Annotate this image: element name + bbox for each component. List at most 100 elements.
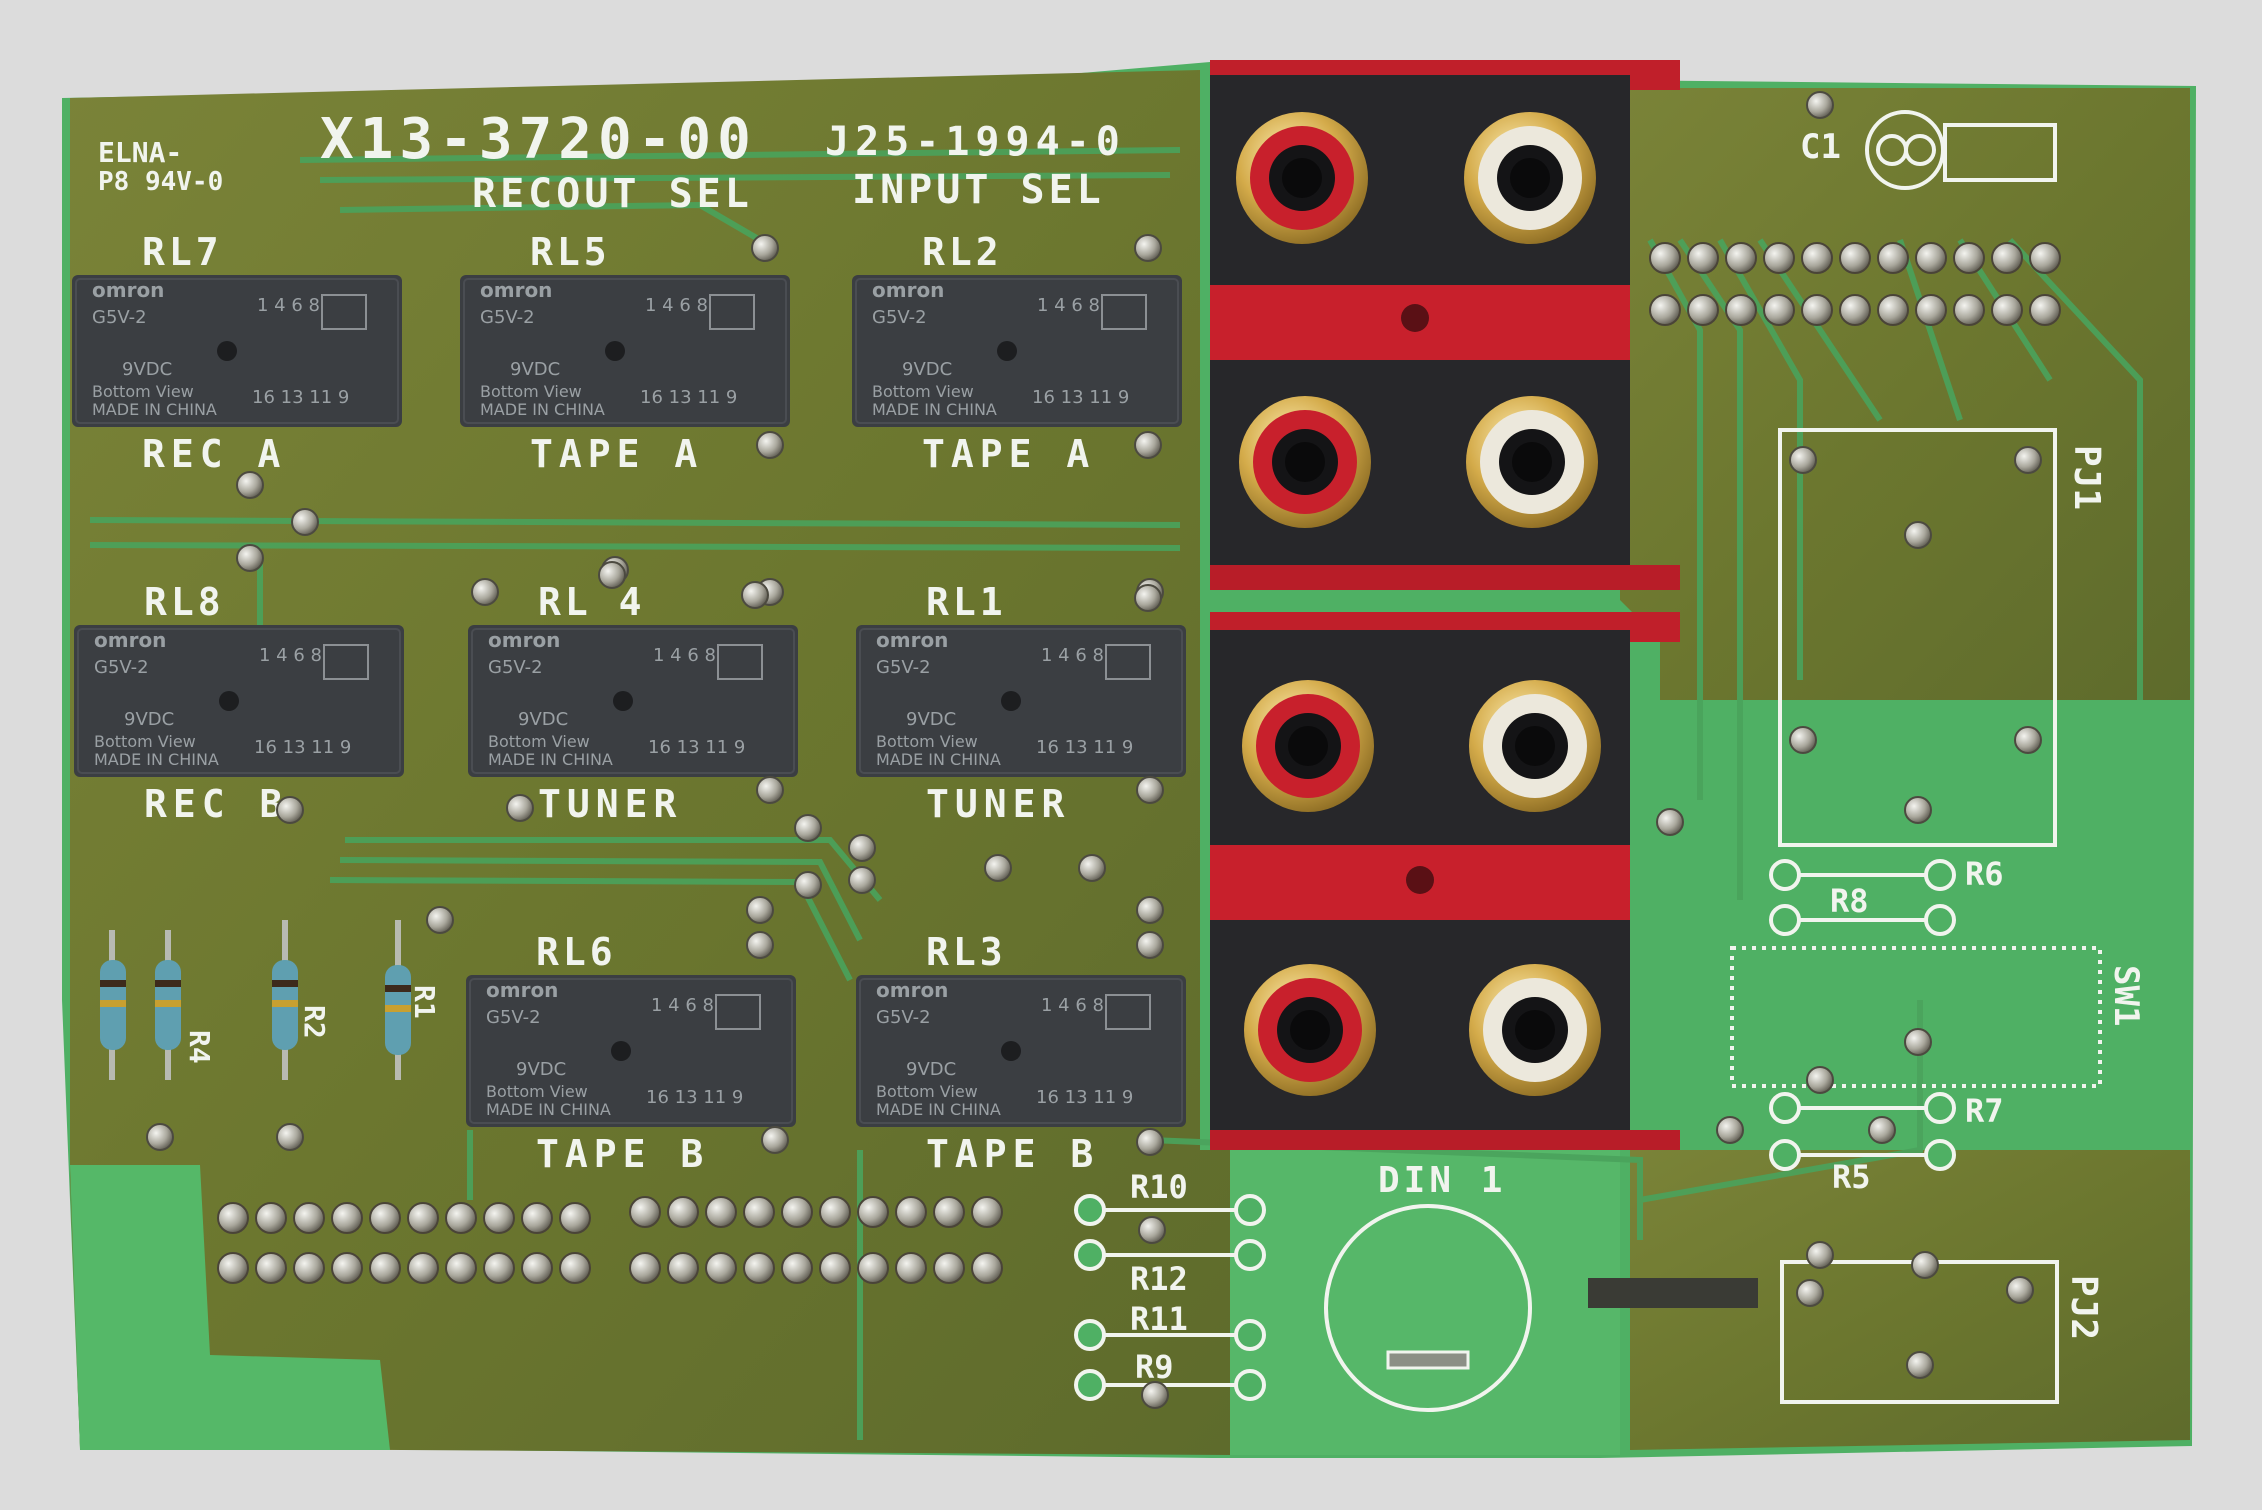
relay-origin-text: MADE IN CHINA	[876, 750, 1001, 769]
relay-pins-top-text: 1 4 6 8	[1037, 295, 1100, 316]
via-pad	[751, 234, 779, 262]
input-sel-label: INPUT SEL	[852, 167, 1105, 213]
relay-id-label: RL 4	[538, 580, 646, 624]
part-number-label: X13-3720-00	[320, 107, 757, 172]
relay-origin-text: MADE IN CHINA	[876, 1100, 1001, 1119]
relay-pins-bottom-text: 16 13 11 9	[1036, 737, 1133, 758]
resistor-pad: R9	[1074, 1348, 1266, 1401]
relay-voltage-text: 9VDC	[518, 709, 568, 730]
rca-socket-white	[1466, 396, 1598, 528]
via-pad	[794, 871, 822, 899]
din-socket: DIN 1	[1324, 1160, 1758, 1412]
via-pad	[1134, 584, 1162, 612]
relay-view-text: Bottom View	[480, 382, 582, 401]
relay-caption-label: TAPE A	[922, 432, 1095, 476]
via-pad	[236, 544, 264, 572]
din-label: DIN 1	[1378, 1160, 1506, 1201]
relay-view-text: Bottom View	[876, 1082, 978, 1101]
via-pad	[756, 776, 784, 804]
relay-model-text: G5V-2	[488, 657, 543, 678]
relay-pins-top-text: 1 4 6 8	[259, 645, 322, 666]
via-pad	[1789, 446, 1817, 474]
via-pad	[2014, 446, 2042, 474]
relay-pins-top-text: 1 4 6 8	[1041, 645, 1104, 666]
relay-pins-top-text: 1 4 6 8	[651, 995, 714, 1016]
via-pad	[848, 866, 876, 894]
relay-id-label: RL6	[536, 930, 617, 974]
via-pad	[1136, 776, 1164, 804]
via-pad	[146, 1123, 174, 1151]
relay-caption-label: REC B	[144, 782, 288, 826]
via-pad	[741, 581, 769, 609]
via-pad	[1134, 234, 1162, 262]
switch-sw1: SW1	[1730, 946, 2146, 1088]
relay-voltage-text: 9VDC	[906, 1059, 956, 1080]
rca-socket-red	[1236, 112, 1368, 244]
header-row	[217, 1202, 591, 1234]
via-pad	[1796, 1279, 1824, 1307]
via-pad	[236, 471, 264, 499]
relay-brand-text: omron	[876, 628, 948, 652]
relay-voltage-text: 9VDC	[124, 709, 174, 730]
relay-id-label: RL1	[926, 580, 1007, 624]
relay-model-text: G5V-2	[92, 307, 147, 328]
via-pad	[1134, 431, 1162, 459]
resistor-label: R9	[1135, 1348, 1174, 1386]
resistor-r4: R4	[100, 930, 216, 1080]
resistor-label: R11	[1130, 1300, 1188, 1338]
relay-pins-top-text: 1 4 6 8	[257, 295, 320, 316]
via-pad	[1138, 1216, 1166, 1244]
via-pad	[1911, 1251, 1939, 1279]
relay-origin-text: MADE IN CHINA	[480, 400, 605, 419]
rating-label: P8 94V-0	[98, 167, 223, 197]
header-row	[1649, 242, 2061, 274]
via-pad	[1904, 1028, 1932, 1056]
relay-view-text: Bottom View	[488, 732, 590, 751]
resistor-pad: R5	[1769, 1139, 1956, 1196]
relay-pins-top-text: 1 4 6 8	[645, 295, 708, 316]
header-row	[629, 1196, 1003, 1228]
pj1-label: PJ1	[2066, 445, 2107, 510]
via-pad	[1716, 1116, 1744, 1144]
relay-pins-bottom-text: 16 13 11 9	[640, 387, 737, 408]
resistor-label: R5	[1832, 1158, 1871, 1196]
resistor-label: R8	[1830, 882, 1869, 920]
resistor-pad: R7	[1769, 1092, 2004, 1130]
rca-socket-red	[1244, 964, 1376, 1096]
header-row	[629, 1252, 1003, 1284]
relay-voltage-text: 9VDC	[902, 359, 952, 380]
r4-label: R4	[183, 1030, 216, 1064]
relay-pins-bottom-text: 16 13 11 9	[646, 1087, 743, 1108]
relay-pins-bottom-text: 16 13 11 9	[252, 387, 349, 408]
relay-view-text: Bottom View	[486, 1082, 588, 1101]
relay-id-label: RL2	[922, 230, 1003, 274]
via-pad	[1868, 1116, 1896, 1144]
resistor-pad: R6	[1769, 855, 2004, 893]
relay-view-text: Bottom View	[92, 382, 194, 401]
via-pad	[2014, 726, 2042, 754]
maker-label: ELNA-	[98, 136, 182, 169]
resistor-label: R12	[1130, 1260, 1188, 1298]
c1-label: C1	[1800, 127, 1841, 167]
relay-model-text: G5V-2	[486, 1007, 541, 1028]
via-pad	[761, 1126, 789, 1154]
relay-caption-label: TUNER	[926, 782, 1070, 826]
relay-caption-label: REC A	[142, 432, 286, 476]
relay-model-text: G5V-2	[876, 1007, 931, 1028]
rca-socket-red	[1239, 396, 1371, 528]
header-row	[1649, 294, 2061, 326]
resistor-pad: R10	[1074, 1168, 1266, 1226]
via-pad	[426, 906, 454, 934]
resistor-label: R6	[1965, 855, 2004, 893]
relay-id-label: RL5	[530, 230, 611, 274]
relay-model-text: G5V-2	[872, 307, 927, 328]
relay-caption-label: TAPE A	[530, 432, 703, 476]
via-pad	[2006, 1276, 2034, 1304]
via-pad	[1136, 1128, 1164, 1156]
